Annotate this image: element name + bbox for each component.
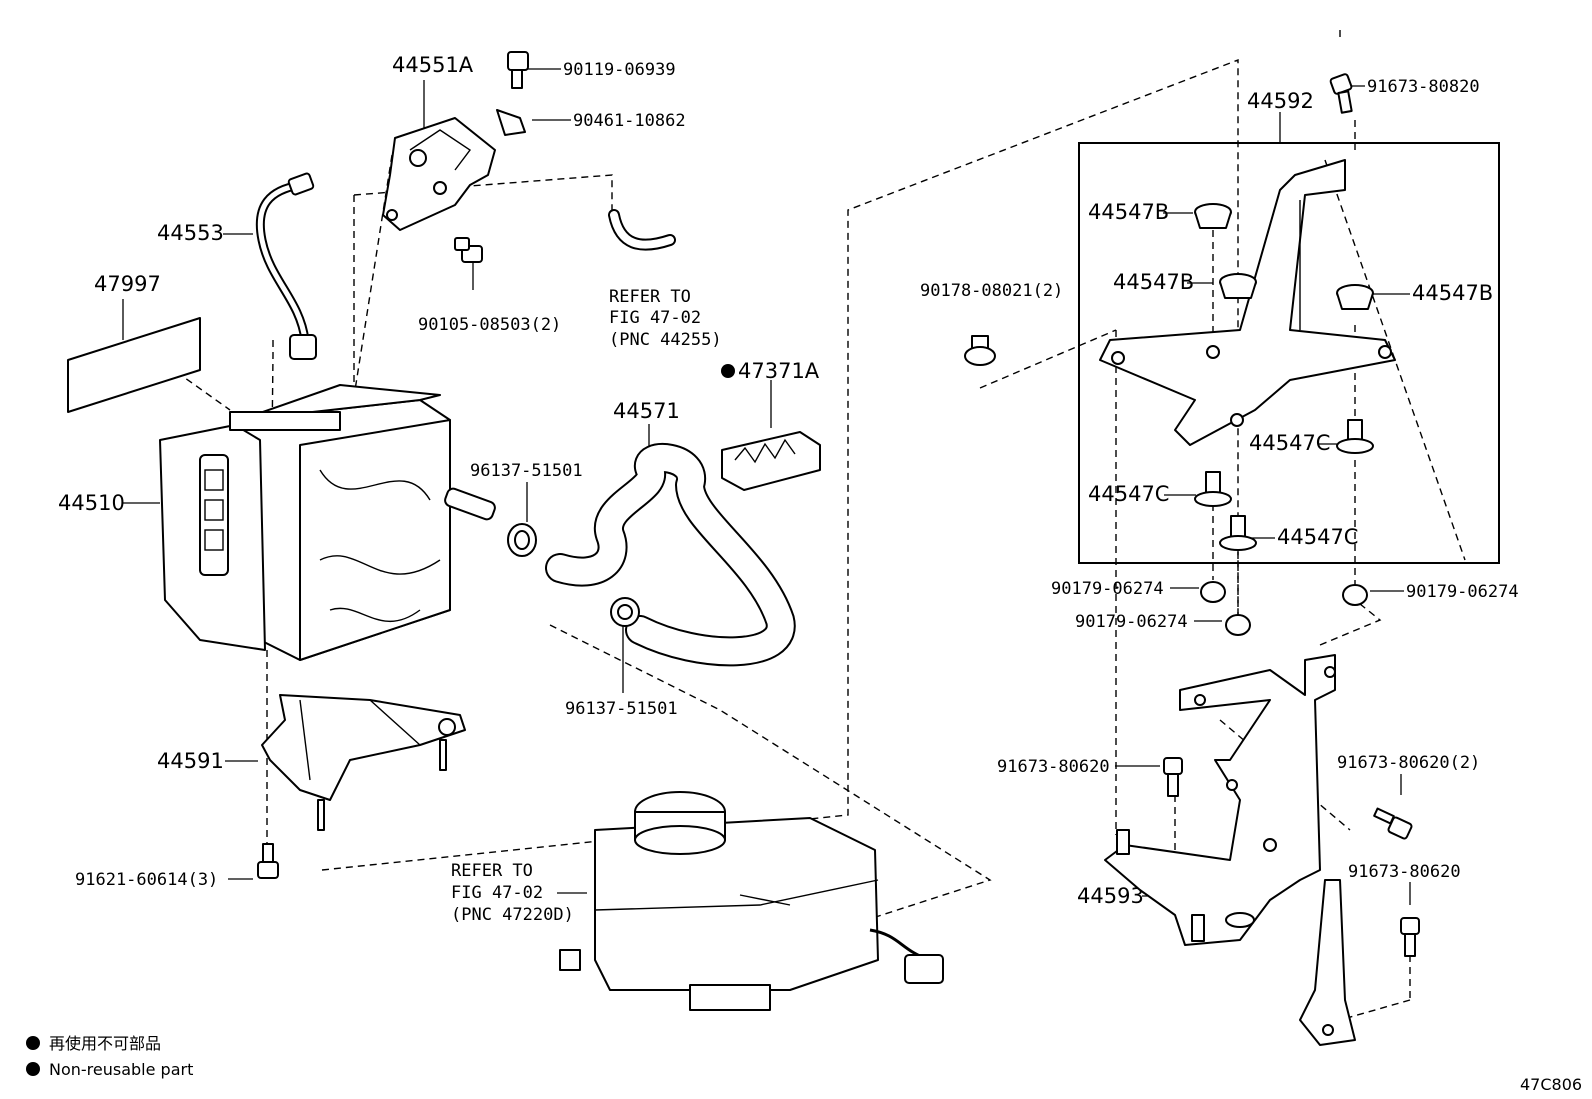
clamp-96137-51501-upper[interactable]: [507, 523, 537, 557]
nut-90179-06274-right[interactable]: [1342, 584, 1368, 606]
bolt-90105-08503[interactable]: [454, 237, 483, 263]
callout-90119-06939[interactable]: 90119-06939: [563, 60, 676, 80]
callout-47997[interactable]: 47997: [94, 272, 161, 296]
callout-91673-80620-left[interactable]: 91673-80620: [997, 757, 1110, 777]
grommet-44547B-1[interactable]: [1194, 203, 1232, 229]
callout-44551A[interactable]: 44551A: [392, 53, 474, 77]
callout-91673-80820[interactable]: 91673-80820: [1367, 77, 1480, 97]
harness-44553[interactable]: [255, 172, 317, 360]
bolt-91673-80620-right[interactable]: [1400, 917, 1420, 957]
nut-90179-06274-left[interactable]: [1200, 581, 1226, 603]
callout-90179-06274-middle[interactable]: 90179-06274: [1075, 612, 1188, 632]
nut-90179-06274-middle[interactable]: [1225, 614, 1251, 636]
legend-dot-icon: [26, 1062, 40, 1076]
callout-91673-80620-2[interactable]: 91673-80620(2): [1337, 753, 1480, 773]
diagram-code: 47C806: [1520, 1075, 1582, 1094]
bracket-44592[interactable]: [1099, 159, 1396, 446]
collar-44547C-3[interactable]: [1219, 515, 1257, 551]
callout-91673-80620-right[interactable]: 91673-80620: [1348, 862, 1461, 882]
bracket-44591[interactable]: [261, 694, 466, 831]
non-reusable-marker-icon: [721, 364, 735, 378]
hose-44571[interactable]: [545, 443, 796, 667]
callout-44510[interactable]: 44510: [58, 491, 125, 515]
leader-lines: [122, 68, 1411, 905]
callout-44592[interactable]: 44592: [1247, 89, 1314, 113]
assembly-44592-frame: [1078, 142, 1500, 564]
collar-44547C-1[interactable]: [1336, 419, 1374, 454]
legend-dot-icon: [26, 1036, 40, 1050]
callout-96137-51501-upper[interactable]: 96137-51501: [470, 461, 583, 481]
callout-90105-08503[interactable]: 90105-08503(2): [418, 315, 561, 335]
legend-japanese: 再使用不可部品: [49, 1034, 161, 1053]
grommet-44547B-2[interactable]: [1219, 273, 1257, 299]
label-plate-47997[interactable]: [67, 317, 201, 413]
refer-note-2-line1[interactable]: REFER TO: [451, 861, 533, 881]
callout-44591[interactable]: 44591: [157, 749, 224, 773]
callout-44553[interactable]: 44553: [157, 221, 224, 245]
bolt-90119-06939[interactable]: [507, 51, 529, 89]
callout-44547B-2[interactable]: 44547B: [1113, 270, 1194, 294]
callout-90179-06274-left[interactable]: 90179-06274: [1051, 579, 1164, 599]
callout-91621-60614[interactable]: 91621-60614(3): [75, 870, 218, 890]
callout-44547C-2[interactable]: 44547C: [1088, 482, 1169, 506]
callout-90461-10862[interactable]: 90461-10862: [573, 111, 686, 131]
callout-96137-51501-lower[interactable]: 96137-51501: [565, 699, 678, 719]
callout-44547C-1[interactable]: 44547C: [1249, 431, 1330, 455]
collar-44547C-2[interactable]: [1194, 471, 1232, 507]
legend-english: Non-reusable part: [49, 1060, 193, 1079]
actuator-44510[interactable]: [159, 384, 497, 661]
grommet-44547B-3[interactable]: [1336, 284, 1374, 310]
bolt-91673-80620-left[interactable]: [1163, 757, 1183, 797]
callout-90179-06274-right[interactable]: 90179-06274: [1406, 582, 1519, 602]
bracket-44551A[interactable]: [382, 109, 526, 231]
clip-47371A[interactable]: [721, 431, 821, 491]
refer-note-1-line1[interactable]: REFER TO: [609, 287, 691, 307]
callout-44547B-3[interactable]: 44547B: [1412, 281, 1493, 305]
callout-44547C-3[interactable]: 44547C: [1277, 525, 1358, 549]
refer-note-2-line2[interactable]: FIG 47-02: [451, 883, 543, 903]
refer-note-1-line3[interactable]: (PNC 44255): [609, 330, 722, 350]
callout-47371A[interactable]: 47371A: [738, 359, 820, 383]
bracket-44593[interactable]: [1104, 654, 1356, 1046]
callout-90178-08021[interactable]: 90178-08021(2): [920, 281, 1063, 301]
bolt-91621-60614[interactable]: [257, 843, 279, 879]
bolt-91673-80820[interactable]: [1329, 73, 1353, 114]
reservoir-ref-47220D: [559, 791, 944, 1011]
callout-44571[interactable]: 44571: [613, 399, 680, 423]
bolt-91673-80620-2[interactable]: [1373, 807, 1413, 840]
callout-44593[interactable]: 44593: [1077, 884, 1144, 908]
refer-note-1-line2[interactable]: FIG 47-02: [609, 308, 701, 328]
refer-note-2-line3[interactable]: (PNC 47220D): [451, 905, 574, 925]
nut-90178-08021[interactable]: [964, 335, 996, 366]
callout-44547B-1[interactable]: 44547B: [1088, 200, 1169, 224]
clamp-96137-51501-lower[interactable]: [610, 597, 640, 627]
pipe-ref-44255: [608, 209, 676, 251]
